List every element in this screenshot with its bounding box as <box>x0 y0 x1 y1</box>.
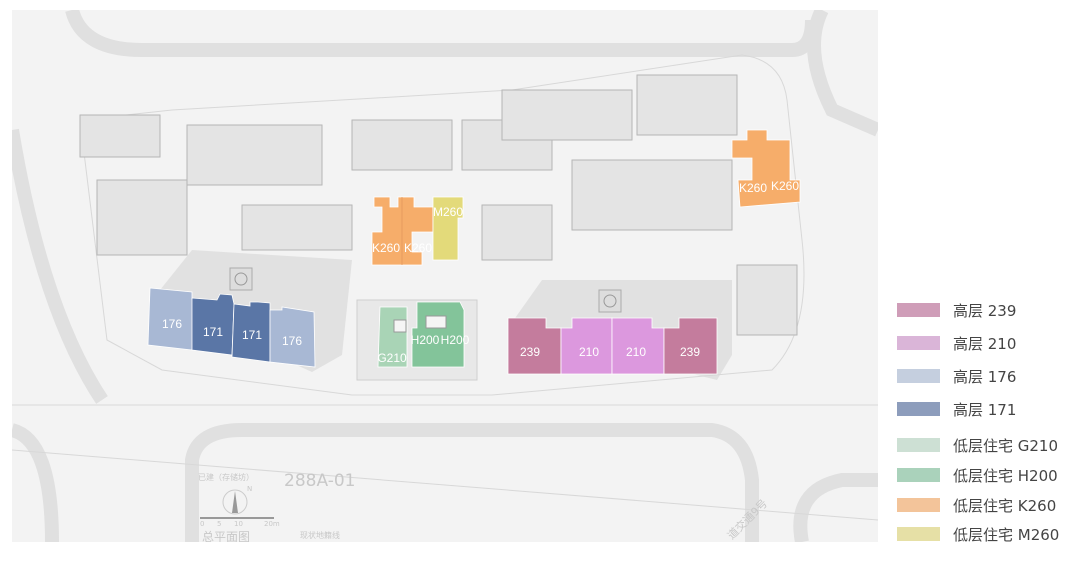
building-label: H200 <box>411 333 440 347</box>
svg-text:5: 5 <box>217 520 221 528</box>
building-label: K260 <box>771 179 799 193</box>
building-label: 176 <box>162 317 182 331</box>
building-239 <box>663 317 718 375</box>
plan-title: 总平面图 <box>202 530 250 542</box>
legend-item: 高层 239 <box>897 300 1016 320</box>
svg-text:N: N <box>247 485 252 493</box>
legend-item: 低层住宅 H200 <box>897 465 1058 485</box>
legend-label: 高层 210 <box>953 334 1017 353</box>
legend-label: 低层住宅 G210 <box>953 436 1059 455</box>
building-171 <box>231 301 271 363</box>
tree-rows <box>12 10 878 542</box>
legend-item: 低层住宅 M260 <box>897 524 1059 544</box>
legend-swatch <box>897 468 940 482</box>
svg-text:0: 0 <box>200 520 204 528</box>
building-label: K260 <box>372 241 400 255</box>
legend-swatch <box>897 303 940 317</box>
north-arrow-icon: N <box>222 485 252 515</box>
courtyard-low-rise: G210 H200 H200 <box>377 301 470 368</box>
svg-text:10: 10 <box>234 520 243 528</box>
legend-label: 低层住宅 H200 <box>953 466 1058 485</box>
legend-item: 高层 210 <box>897 333 1016 353</box>
site-plan-drawing: 176 171 171 176 239 210 210 239 K260 K26… <box>12 10 878 542</box>
legend-swatch <box>897 336 940 350</box>
site-boundary <box>12 54 878 521</box>
legend-label: 高层 171 <box>953 400 1017 419</box>
building-m260 <box>432 196 464 261</box>
legend-item: 低层住宅 G210 <box>897 435 1058 455</box>
building-label: 171 <box>203 325 223 339</box>
plaza-fountain-icon <box>598 289 622 313</box>
legend-swatch <box>897 369 940 383</box>
building-k260 <box>371 196 434 266</box>
legend-item: 低层住宅 K260 <box>897 495 1056 515</box>
building-label: 210 <box>579 345 599 359</box>
building-label: 239 <box>520 345 540 359</box>
building-label: K260 <box>404 241 432 255</box>
east-high-rise: 239 210 210 239 <box>507 317 718 375</box>
building-label: K260 <box>739 181 767 195</box>
legend-item: 高层 176 <box>897 366 1016 386</box>
west-high-rise: 176 171 171 176 <box>147 287 316 368</box>
building-k260 <box>731 129 801 208</box>
plaza-fountain-icon <box>229 267 253 291</box>
site-plan-map: 176 171 171 176 239 210 210 239 K260 K26… <box>12 10 878 542</box>
legend-swatch <box>897 498 940 512</box>
legend-item: 高层 171 <box>897 399 1016 419</box>
scale-bar: 0 5 10 20m <box>200 517 280 528</box>
building-label: 171 <box>242 328 262 342</box>
legend-swatch <box>897 438 940 452</box>
legend-swatch <box>897 402 940 416</box>
boundary-label: 现状地籍线 <box>300 530 340 540</box>
central-low-rise: K260 K260 M260 <box>371 196 464 266</box>
plot-label: 288A-01 <box>284 471 355 491</box>
building-label: H200 <box>441 333 470 347</box>
svg-text:20m: 20m <box>264 520 280 528</box>
existing-buildings <box>79 74 798 336</box>
east-low-rise: K260 K260 <box>731 129 801 208</box>
legend-label: 低层住宅 M260 <box>953 525 1060 544</box>
building-label: 176 <box>282 334 302 348</box>
building-176 <box>269 306 316 368</box>
legend-swatch <box>897 527 940 541</box>
legend-label: 高层 176 <box>953 367 1017 386</box>
legend-label: 低层住宅 K260 <box>953 496 1057 515</box>
building-171 <box>191 293 235 356</box>
building-h200 <box>411 301 465 368</box>
building-label: G210 <box>377 351 407 365</box>
building-label: M260 <box>433 205 463 219</box>
legend-label: 高层 239 <box>953 301 1017 320</box>
built-label: 已建（存储坊） <box>198 472 254 482</box>
building-label: 210 <box>626 345 646 359</box>
building-label: 239 <box>680 345 700 359</box>
